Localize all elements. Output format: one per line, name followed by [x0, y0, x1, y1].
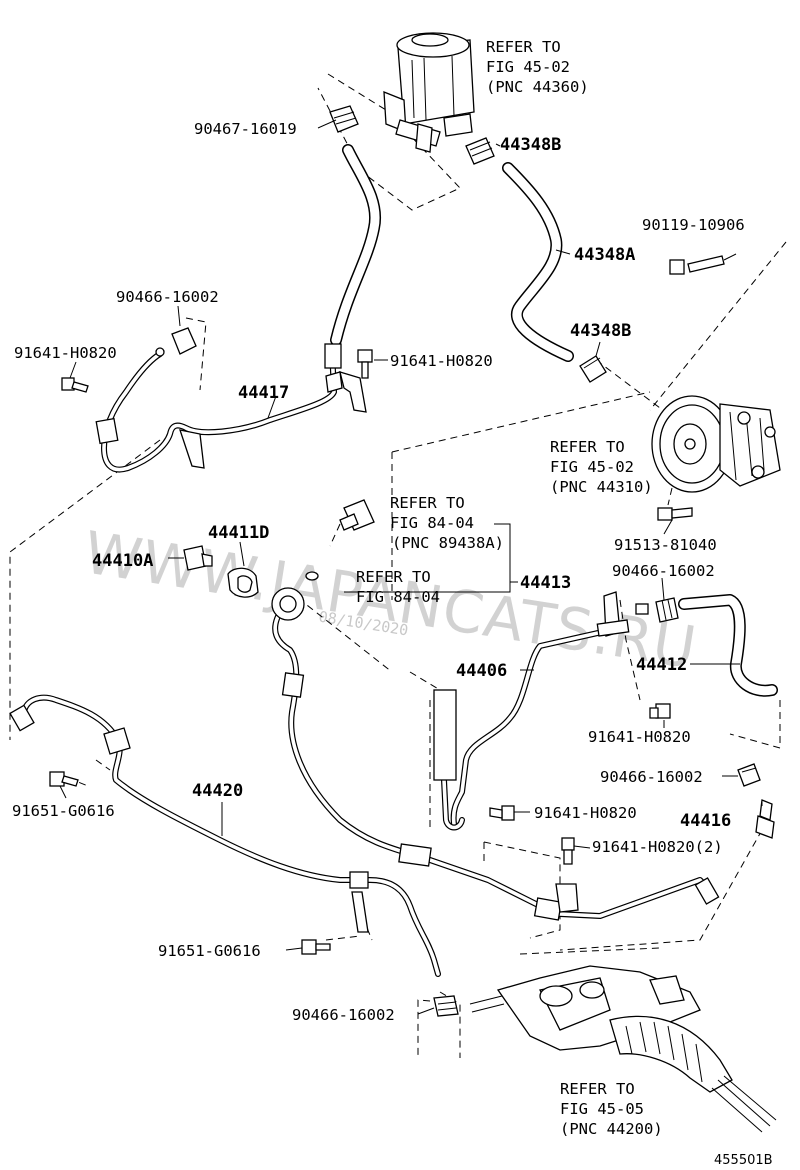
bolt-91641-mid-icon	[357, 349, 373, 379]
diagram-code: 455501B	[714, 1153, 773, 1168]
bolt-91641-right-low-icon	[561, 837, 575, 865]
tube-44420	[9, 694, 441, 977]
label-44417: 44417	[238, 383, 289, 403]
refer-switch-line3: (PNC 89438A)	[392, 534, 504, 552]
label-44348B-top: 44348B	[500, 135, 561, 155]
refer-switch-note: REFER TO FIG 84-04 (PNC 89438A)	[390, 494, 504, 552]
label-91513-81040: 91513-81040	[614, 536, 717, 554]
refer-oring-line1: REFER TO	[356, 568, 431, 586]
pressure-switch-icon	[305, 499, 375, 581]
refer-gear-line3: (PNC 44200)	[560, 1120, 663, 1138]
label-44413: 44413	[520, 573, 571, 593]
label-leader-lines	[59, 119, 763, 1015]
bolt-91641-right-icon	[649, 703, 671, 719]
bolt-91641-right-mid-icon	[489, 805, 515, 821]
label-44406: 44406	[456, 661, 507, 681]
tube-44413	[271, 587, 720, 921]
refer-pump-line3: (PNC 44310)	[550, 478, 653, 496]
label-44416: 44416	[680, 811, 731, 831]
refer-tank-note: REFER TO FIG 45-02 (PNC 44360)	[486, 38, 589, 96]
label-91641-H0820-mid: 91641-H0820	[390, 352, 493, 370]
label-44348A: 44348A	[574, 245, 635, 265]
label-90466-16002-left: 90466-16002	[116, 288, 219, 306]
label-44411D: 44411D	[208, 523, 269, 543]
label-91641-H0820-right-mid: 91641-H0820	[534, 804, 637, 822]
refer-pump-line1: REFER TO	[550, 438, 625, 456]
refer-tank-line1: REFER TO	[486, 38, 561, 56]
refer-tank-line2: FIG 45-02	[486, 58, 570, 76]
clip-90466-bottom-icon	[433, 995, 459, 1017]
label-90466-16002-right: 90466-16002	[612, 562, 715, 580]
part-labels: 90467-16019 44348B 44348A 90119-10906 44…	[12, 120, 745, 1024]
label-91651-G0616-left: 91651-G0616	[12, 802, 115, 820]
refer-switch-line2: FIG 84-04	[390, 514, 474, 532]
label-44412: 44412	[636, 655, 687, 675]
refer-gear-note: REFER TO FIG 45-05 (PNC 44200)	[560, 1080, 663, 1138]
union-44416-icon	[755, 799, 775, 839]
bolt-91651-left-icon	[49, 771, 79, 787]
label-44410A: 44410A	[92, 551, 153, 571]
refer-tank-line3: (PNC 44360)	[486, 78, 589, 96]
refer-pump-note: REFER TO FIG 45-02 (PNC 44310)	[550, 438, 653, 496]
label-44420: 44420	[192, 781, 243, 801]
bolt-91641-left-icon	[61, 377, 89, 393]
label-91641-H0820-left: 91641-H0820	[14, 344, 117, 362]
refer-gear-line2: FIG 45-05	[560, 1100, 644, 1118]
label-90466-16002-right-low: 90466-16002	[600, 768, 703, 786]
label-90467-16019: 90467-16019	[194, 120, 297, 138]
power-steering-pump-icon	[651, 395, 781, 493]
label-91651-G0616-bottom: 91651-G0616	[158, 942, 261, 960]
clip-90466-right-low-icon	[737, 763, 761, 787]
refer-pump-line2: FIG 45-02	[550, 458, 634, 476]
reservoir-tank-icon	[383, 32, 475, 153]
union-44410A-icon	[183, 545, 213, 571]
refer-gear-line1: REFER TO	[560, 1080, 635, 1098]
gasket-44411D-icon	[227, 567, 259, 598]
tube-44406	[433, 591, 630, 831]
refer-oring-line2: FIG 84-04	[356, 588, 440, 606]
label-91641-H0820-2: 91641-H0820(2)	[592, 838, 723, 856]
bolt-91513-icon	[657, 507, 693, 521]
label-44348B-low: 44348B	[570, 321, 631, 341]
steering-gear-icon	[469, 965, 777, 1133]
label-91641-H0820-right: 91641-H0820	[588, 728, 691, 746]
bolt-91651-bottom-icon	[301, 939, 331, 955]
refer-switch-line1: REFER TO	[390, 494, 465, 512]
dashed-reference-lines	[9, 73, 787, 1058]
tube-44417	[95, 327, 367, 473]
pressure-hose-44348A	[465, 137, 607, 383]
label-90466-16002-bottom: 90466-16002	[292, 1006, 395, 1024]
bolt-90119-icon	[669, 255, 725, 275]
label-90119-10906: 90119-10906	[642, 216, 745, 234]
return-hose-upper	[329, 105, 382, 346]
